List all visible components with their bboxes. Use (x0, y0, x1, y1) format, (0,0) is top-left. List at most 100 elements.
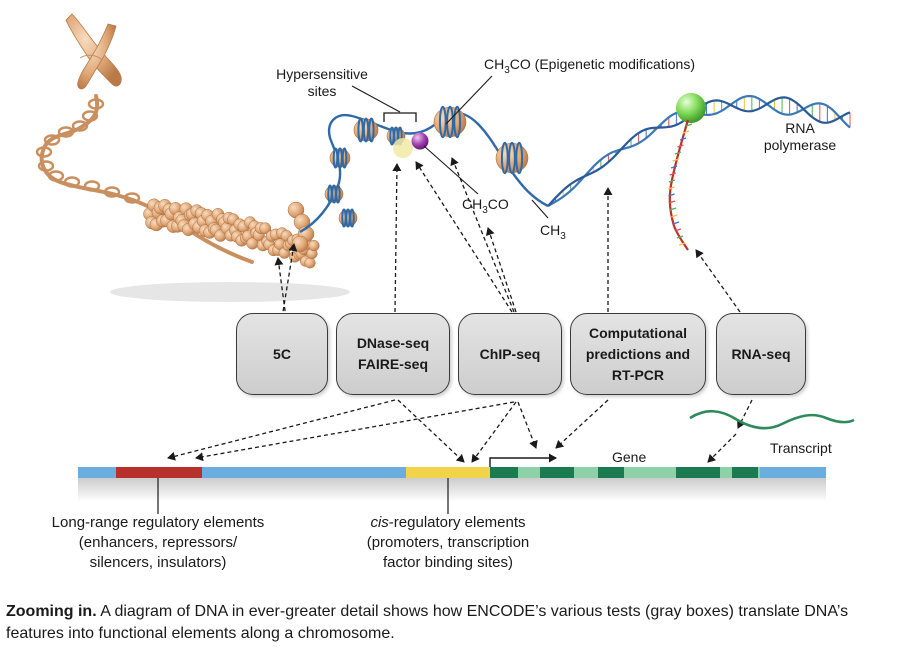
rna-polymerase-label: RNA polymerase (742, 120, 858, 154)
chromatin-coil (87, 98, 105, 110)
chromosome-bar-shadow (78, 476, 826, 502)
chromosome-bar (78, 467, 826, 478)
solenoid-bead (308, 240, 320, 252)
nascent-rna (668, 119, 690, 251)
nucleosome-wrap (446, 105, 454, 139)
gene-start-arrow (489, 453, 557, 467)
ch3-pre: CH (540, 222, 561, 238)
cis-regulatory-element (406, 467, 490, 478)
ch3co-top-pre: CH (484, 56, 505, 72)
chromatin-coil (43, 134, 61, 146)
hypersensitive-site-yellow (393, 138, 413, 158)
hypersensitive-line2: sites (307, 83, 337, 99)
nucleosome-wrap (335, 184, 341, 204)
nucleosome-wrap (349, 208, 355, 228)
cis-regulatory-label: cis-regulatory elements (promoters, tran… (330, 513, 566, 573)
epigenetic-label: CH3CO (Epigenetic modifications) (484, 56, 695, 79)
cis-line3: factor binding sites) (382, 554, 514, 571)
rna-base (678, 242, 686, 246)
rna-base (672, 158, 680, 162)
rna-base (668, 179, 676, 183)
rna-polymerase-icon (676, 93, 706, 123)
rna-base (672, 221, 680, 225)
rna-base (682, 130, 690, 134)
rna-base (676, 235, 684, 239)
chromatin-coil (103, 186, 121, 198)
caption-text: A diagram of DNA in ever-greater detail … (6, 603, 849, 642)
gene-region (490, 467, 760, 478)
rna-base (668, 193, 675, 197)
assay-computational: Computational predictions and RT-PCR (570, 313, 706, 395)
ch3co-mid-label: CH3CO (462, 196, 509, 219)
diagram (35, 13, 855, 514)
long-range-label: Long-range regulatory elements (enhancer… (10, 513, 306, 573)
nucleosome-wrap (357, 117, 364, 143)
long-range-line2: (enhancers, repressors/ (78, 534, 238, 551)
nucleosome-wrap (362, 117, 370, 143)
diagram-canvas (35, 13, 855, 514)
assay-arrows (274, 157, 741, 319)
rna-base (685, 123, 693, 127)
chromatin-coil (57, 126, 75, 138)
transcript-icon (689, 409, 855, 430)
rna-base (674, 151, 682, 155)
rna-base (679, 137, 687, 141)
solenoid-beads (143, 198, 320, 269)
cis-rest: -regulatory elements (388, 514, 526, 531)
nucleosome-icon (324, 105, 529, 228)
nucleosome-wrap (500, 141, 509, 175)
long-range-element (116, 467, 202, 478)
solenoid-bead (259, 222, 272, 235)
exon (598, 467, 624, 478)
hypersensitive-line1: Hypersensitive (276, 66, 368, 82)
assay-chip-seq: ChIP-seq (458, 313, 562, 395)
rna-base (668, 200, 676, 204)
chromatin-coil (47, 170, 65, 182)
cis-line1: cis-regulatory elements (330, 513, 566, 533)
assay-5c: 5C (236, 313, 328, 395)
exon (490, 467, 518, 478)
ch3-sub: 3 (560, 230, 566, 242)
chromosome-icon (65, 13, 122, 90)
ch3-leader (531, 199, 549, 219)
ch3co-top-sub: 3 (504, 64, 510, 76)
ch3co-mid-pre: CH (462, 196, 483, 212)
hypersensitive-sites-label: Hypersensitive sites (256, 66, 388, 100)
nucleosome-wrap (453, 105, 462, 139)
hypersensitive-site-purple (411, 132, 429, 150)
chromatin-coil (37, 160, 55, 172)
chromatin-coil (35, 146, 53, 158)
transcript-label: Transcript (770, 440, 832, 456)
ch3-label: CH3 (540, 222, 566, 245)
ch3co-top-post: CO (Epigenetic modifications) (509, 56, 695, 72)
nucleosome-wrap (438, 105, 447, 139)
cis-line2: (promoters, transcription (366, 534, 530, 551)
nucleosome-core (433, 106, 467, 138)
caption-bold: Zooming in. (6, 603, 97, 620)
exon (676, 467, 720, 478)
cis-italic: cis (370, 514, 389, 531)
chromatin-coil (63, 176, 81, 188)
assay-rna-seq: RNA-seq (716, 313, 806, 395)
chromatin-coils (35, 98, 141, 204)
ch3co-mid-post: CO (487, 196, 509, 212)
rna-pol-line2: polymerase (763, 137, 837, 153)
rna-base (671, 214, 678, 218)
ch3co-mid-sub: 3 (482, 204, 488, 216)
exon (732, 467, 758, 478)
hypersensitive-leader (351, 85, 401, 113)
exon (540, 467, 574, 478)
chromatin-coil (123, 192, 141, 204)
rna-base (668, 186, 675, 190)
ch3co-top-leader (445, 75, 493, 125)
ch3co-mid-leader (423, 145, 479, 195)
rna-base (674, 228, 682, 232)
chromatin-coil (71, 120, 89, 132)
nucleosome-wrap (341, 147, 348, 169)
rna-base (677, 144, 684, 148)
solenoid-bead (291, 235, 309, 253)
rna-base (669, 207, 677, 211)
nascent-rna-ticks (668, 123, 693, 246)
mapping-arrows (167, 399, 753, 463)
nucleosome-wrap (508, 141, 516, 175)
